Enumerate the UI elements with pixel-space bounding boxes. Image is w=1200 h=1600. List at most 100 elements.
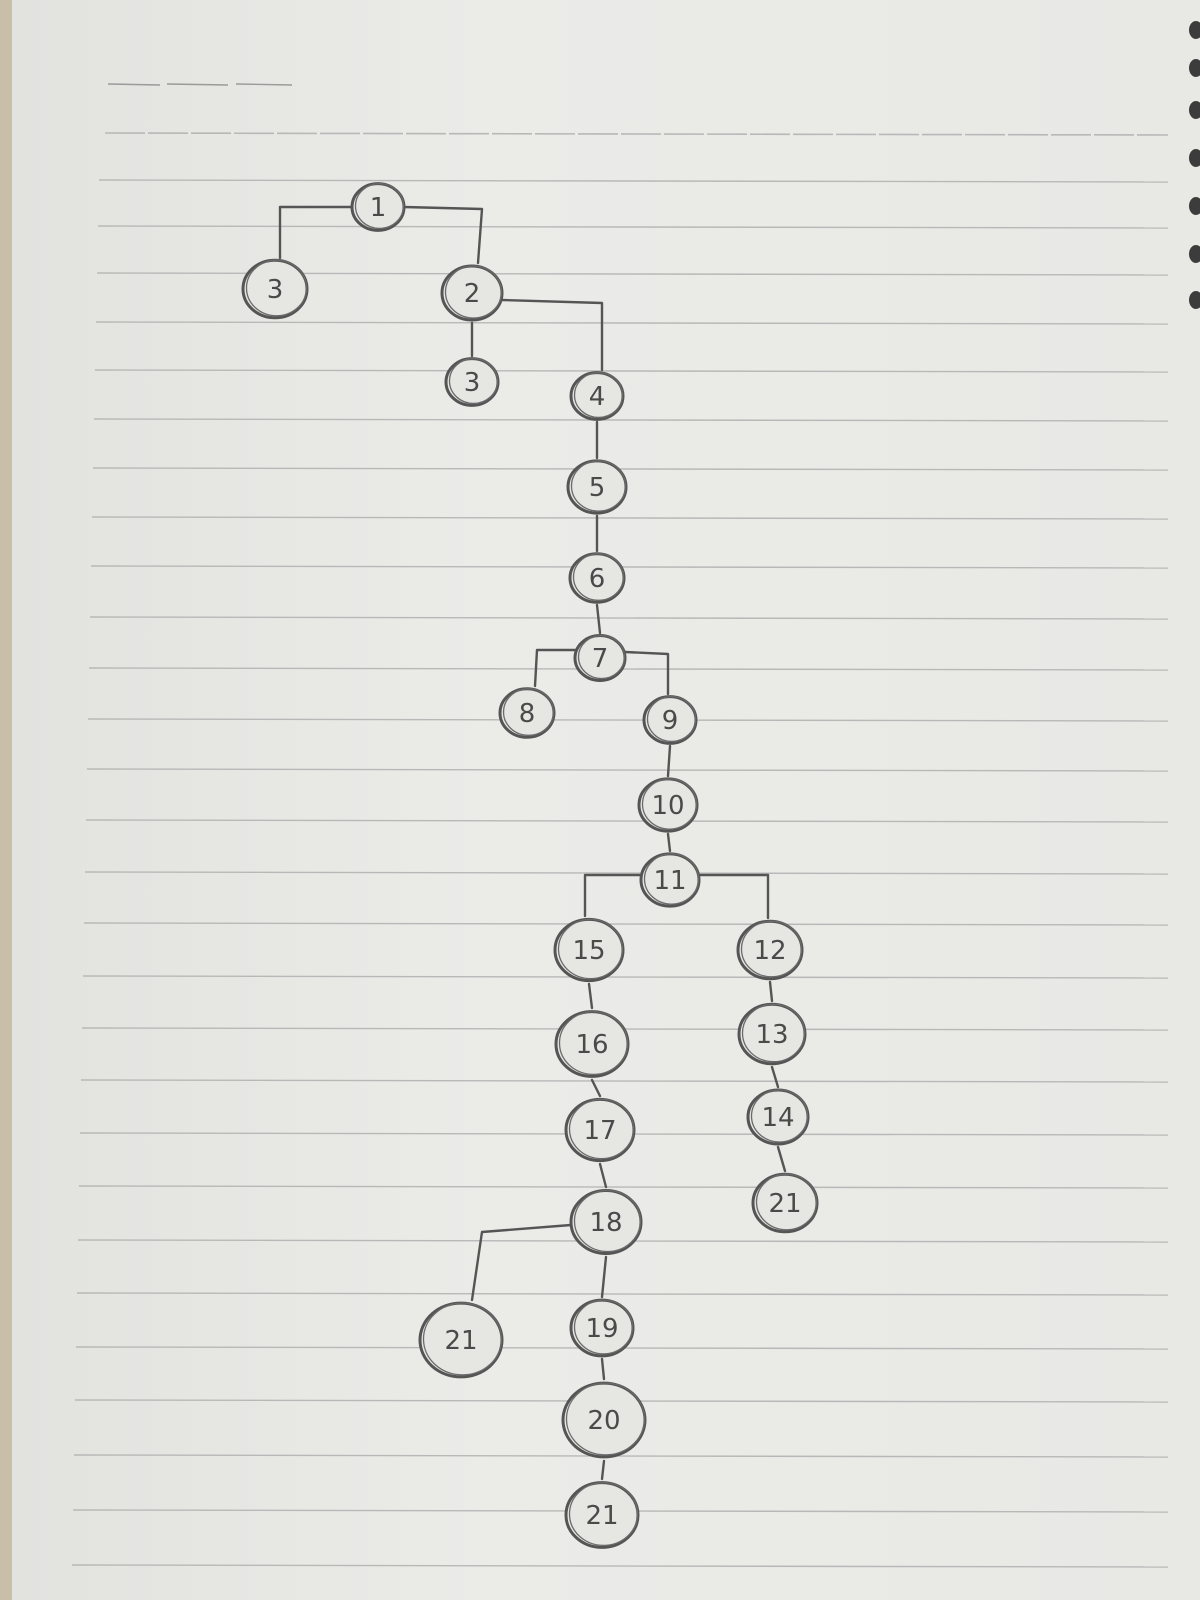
rule-line [89, 616, 1169, 620]
edge-7-9 [623, 650, 670, 696]
rule-line [93, 418, 1169, 422]
binding-hole [1189, 291, 1200, 309]
edge-1-3 [278, 205, 354, 260]
node-label: 6 [589, 564, 606, 594]
node-21: 21 [751, 1172, 819, 1234]
node-circle-overstroke [573, 1299, 634, 1355]
node-circle-overstroke [740, 920, 803, 978]
rule-line [90, 565, 1169, 569]
node-circle-overstroke [577, 634, 626, 680]
node-15: 15 [553, 917, 625, 983]
edge-11-12 [697, 873, 770, 920]
rule-line [73, 1454, 1169, 1458]
node-label: 8 [519, 699, 536, 729]
node-3: 3 [444, 357, 500, 407]
node-label: 20 [587, 1406, 620, 1436]
node-label: 13 [755, 1020, 788, 1050]
node-21: 21 [564, 1481, 640, 1549]
node-label: 3 [267, 275, 284, 305]
node-circle-overstroke [741, 1003, 806, 1063]
node-circle-overstroke [750, 1089, 809, 1143]
node-label: 7 [592, 644, 609, 674]
node-circle-overstroke [245, 259, 308, 317]
node-circle-overstroke [572, 553, 625, 601]
binding-hole [1189, 21, 1200, 39]
node-label: 11 [653, 866, 686, 896]
node-circle-overstroke [570, 460, 627, 512]
node-label: 19 [585, 1314, 618, 1344]
node-label: 2 [464, 279, 481, 309]
rule-line [94, 369, 1169, 373]
edge-15-16 [587, 982, 594, 1010]
binding-hole [1189, 101, 1200, 119]
node-circle-overstroke [568, 1098, 635, 1160]
node-circle-overstroke [557, 918, 624, 980]
node-label: 16 [575, 1030, 608, 1060]
node-12: 12 [736, 919, 804, 981]
node-circle-overstroke [502, 688, 555, 736]
rule-line [86, 768, 1169, 772]
node-circle-overstroke [444, 265, 503, 319]
rule-line [85, 819, 1169, 823]
date-field-line [166, 83, 229, 86]
node-label: 18 [589, 1208, 622, 1238]
node-1: 1 [350, 182, 406, 232]
node-circle-overstroke [422, 1302, 503, 1376]
node-14: 14 [746, 1088, 810, 1146]
rule-line [82, 975, 1169, 979]
node-circle-overstroke [573, 1189, 642, 1253]
node-circle-overstroke [565, 1382, 646, 1456]
node-circle-overstroke [568, 1481, 639, 1547]
node-2: 2 [440, 264, 504, 322]
binding-hole [1189, 197, 1200, 215]
rule-line [78, 1185, 1169, 1189]
edge-10-11 [666, 832, 672, 853]
binding-hole [1189, 245, 1200, 263]
rule-line [80, 1079, 1169, 1083]
edge-7-8 [533, 648, 577, 688]
date-field-line [107, 83, 161, 86]
node-label: 21 [444, 1326, 477, 1356]
node-label: 17 [583, 1116, 616, 1146]
rule-line [83, 922, 1169, 926]
edge-13-14 [770, 1065, 780, 1089]
node-label: 21 [585, 1501, 618, 1531]
binding-hole [1189, 59, 1200, 77]
node-11: 11 [639, 852, 701, 908]
rule-line [84, 871, 1169, 875]
node-circle-overstroke [558, 1010, 629, 1076]
node-4: 4 [569, 371, 625, 421]
node-label: 14 [761, 1103, 794, 1133]
edge-11-15 [583, 873, 643, 918]
node-circle-overstroke [641, 778, 698, 830]
edge-19-20 [600, 1357, 606, 1381]
node-8: 8 [498, 687, 556, 739]
node-label: 10 [651, 791, 684, 821]
edge-18-21 [470, 1223, 573, 1302]
edge-1-2 [402, 205, 484, 265]
node-16: 16 [554, 1010, 630, 1078]
node-label: 3 [464, 368, 481, 398]
rule-line [92, 467, 1169, 471]
node-label: 9 [662, 706, 679, 736]
rule-line [71, 1564, 1169, 1568]
node-circle-overstroke [643, 853, 700, 905]
node-9: 9 [642, 695, 698, 745]
node-3: 3 [241, 258, 309, 320]
edge-18-19 [600, 1255, 608, 1299]
node-13: 13 [737, 1002, 807, 1066]
node-19: 19 [569, 1298, 635, 1358]
node-circle-overstroke [573, 371, 624, 419]
rule-line [76, 1292, 1169, 1296]
edge-12-13 [768, 980, 774, 1003]
node-circle-overstroke [448, 357, 499, 405]
rule-line [88, 667, 1169, 671]
node-circle-overstroke [646, 695, 697, 743]
rule-line [91, 516, 1169, 520]
header-rule-line [104, 132, 1169, 136]
node-7: 7 [573, 634, 627, 682]
